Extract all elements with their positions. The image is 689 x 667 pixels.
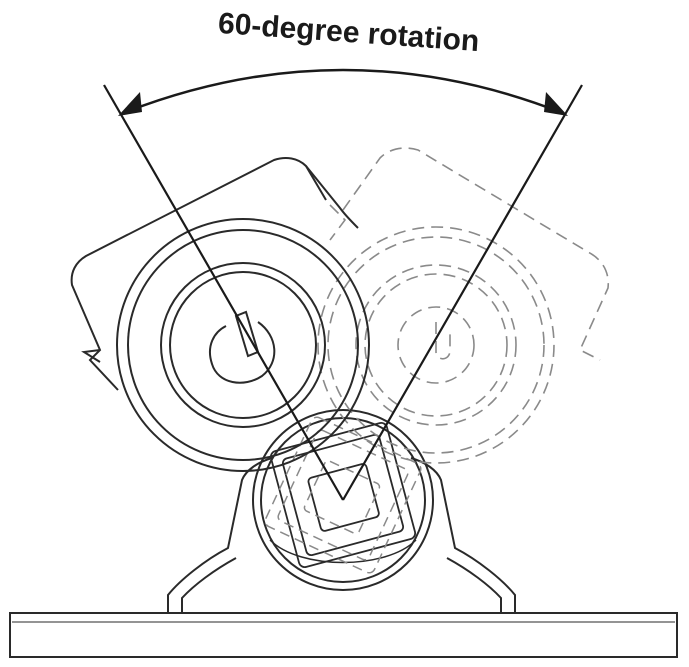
arc-arrowhead-right-icon bbox=[544, 92, 568, 116]
arc-arrowhead-left-icon bbox=[118, 92, 142, 116]
device-solid-original bbox=[70, 157, 370, 472]
stand-pedestal bbox=[167, 457, 516, 612]
rotation-line-right bbox=[342, 84, 583, 501]
base-plate bbox=[9, 612, 678, 658]
rotation-line-left bbox=[103, 84, 344, 501]
rotation-lines bbox=[103, 84, 583, 501]
rotation-label: 60-degree rotation bbox=[217, 7, 480, 58]
device-dashed-rotated bbox=[317, 147, 610, 464]
pivot-block-dashed bbox=[264, 416, 422, 574]
rotation-arc bbox=[118, 68, 568, 116]
pivot-block-solid bbox=[269, 421, 417, 569]
